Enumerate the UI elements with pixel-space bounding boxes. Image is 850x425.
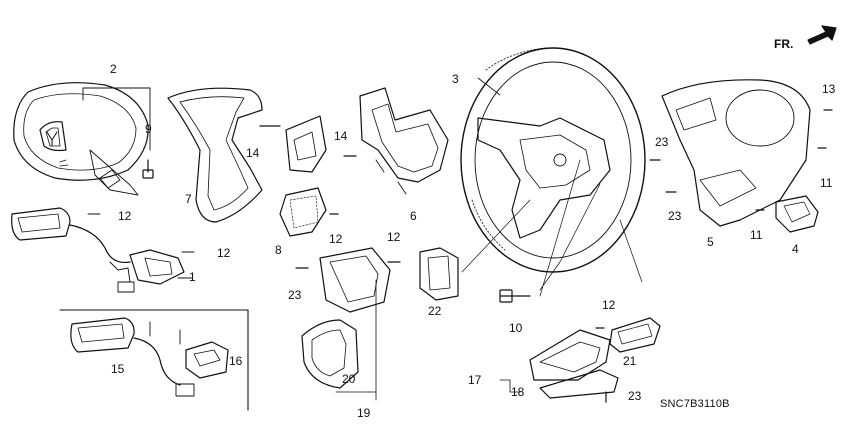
trim-18 xyxy=(529,329,611,381)
screws-12 xyxy=(87,213,195,279)
callout-11b: 11 xyxy=(750,228,763,242)
harness-bracket-6 xyxy=(359,87,449,195)
callout-23b: 23 xyxy=(668,209,682,223)
callout-8: 8 xyxy=(275,243,282,257)
callout-23d: 23 xyxy=(628,389,642,403)
callout-7: 7 xyxy=(185,192,192,206)
bracket-box xyxy=(59,309,249,411)
callout-13: 13 xyxy=(822,82,836,96)
callout-17: 17 xyxy=(468,373,482,387)
switch-assembly-15 xyxy=(70,317,195,397)
callout-23a: 23 xyxy=(655,135,669,149)
callout-10: 10 xyxy=(509,321,523,335)
bracket-22 xyxy=(419,247,459,301)
screws-12-23 xyxy=(595,327,607,403)
leader-lines-2-9 xyxy=(82,87,151,151)
front-arrow-icon xyxy=(807,25,837,45)
leader-22 xyxy=(461,199,531,273)
callout-6: 6 xyxy=(410,209,417,223)
callout-15: 15 xyxy=(111,362,125,376)
callout-12b: 12 xyxy=(329,232,343,246)
callout-1: 1 xyxy=(189,270,196,284)
steering-wheel-3 xyxy=(460,47,646,273)
rear-cover-7 xyxy=(167,87,263,223)
leader-3 xyxy=(477,77,501,96)
bolt-10 xyxy=(499,289,531,303)
callout-20: 20 xyxy=(342,372,356,386)
callout-12e: 12 xyxy=(602,298,616,312)
callout-14a: 14 xyxy=(246,146,260,160)
callout-22: 22 xyxy=(428,304,442,318)
orientation-label: FR. xyxy=(774,37,794,51)
switch-assembly-16 xyxy=(185,341,229,379)
callout-21: 21 xyxy=(623,354,637,368)
leader-19-20 xyxy=(335,279,377,401)
callout-4: 4 xyxy=(792,242,799,256)
screws-23-11 xyxy=(649,159,765,211)
leaders-wheel xyxy=(539,159,643,297)
grille-8 xyxy=(279,187,327,237)
bracket-14 xyxy=(285,115,327,173)
bracket-4 xyxy=(775,195,819,233)
bolt-9 xyxy=(142,159,154,179)
callout-3: 3 xyxy=(452,72,459,86)
callout-19: 19 xyxy=(357,406,371,420)
callout-2: 2 xyxy=(110,62,117,76)
callout-12d: 12 xyxy=(217,246,231,260)
diagram-code: SNC7B3110B xyxy=(660,398,730,410)
callout-12c: 12 xyxy=(387,230,401,244)
callout-16: 16 xyxy=(229,354,243,368)
callout-9: 9 xyxy=(145,122,152,136)
callout-5: 5 xyxy=(707,235,714,249)
trim-17-lower xyxy=(539,369,619,399)
callout-18: 18 xyxy=(511,385,525,399)
callout-14b: 14 xyxy=(334,129,348,143)
cover-5 xyxy=(661,79,811,227)
panel-20 xyxy=(301,319,359,389)
airbag-module xyxy=(13,82,149,196)
switch-assembly-1 xyxy=(11,207,185,293)
callout-11a: 11 xyxy=(820,176,833,190)
callout-23c: 23 xyxy=(288,288,302,302)
callout-12a: 12 xyxy=(118,209,132,223)
leader-17-18 xyxy=(499,379,521,393)
cover-20 xyxy=(319,247,391,313)
screws-11-13 xyxy=(817,109,833,149)
trim-21 xyxy=(609,317,661,353)
